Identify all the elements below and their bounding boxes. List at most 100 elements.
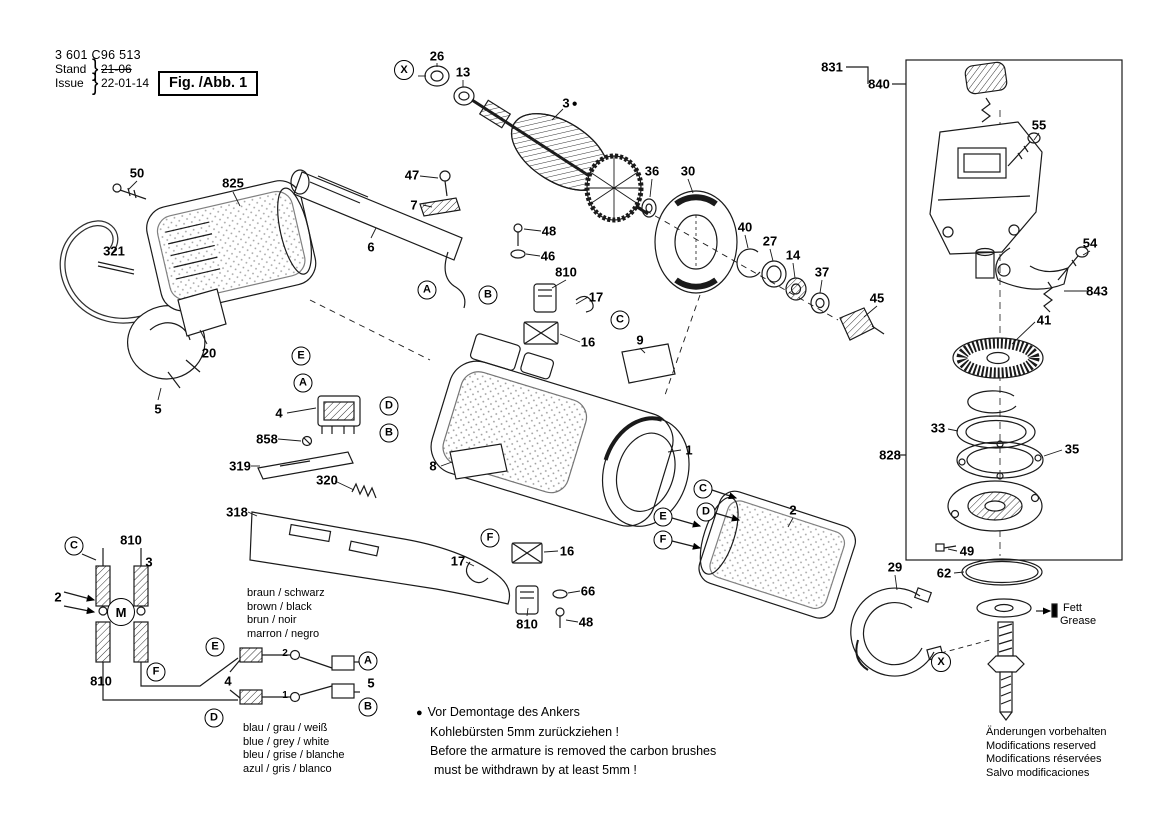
note-bullet: ● [416,707,423,719]
part-callout-7: 7 [410,197,418,213]
rear-cover-825-drawing [146,180,317,312]
circle-marker-A: A [358,651,378,671]
ring-33-drawing [956,415,1036,449]
part-callout-37: 37 [814,264,830,280]
label-plate-20-drawing [177,288,227,337]
cap-drawing [964,61,1008,123]
part-callout-5: 5 [154,401,162,417]
gearhead-housing-drawing [929,121,1043,255]
circle-marker-B: B [358,697,378,717]
label-plate-8-drawing [449,443,508,480]
motor-housing-1-drawing [430,333,690,527]
spindle-drawing [987,621,1025,721]
o-ring-62-drawing [961,558,1043,586]
circle-marker-E: E [205,637,225,657]
part-callout-831: 831 [821,59,843,75]
guard-30-drawing [654,190,738,294]
wire-color-legend-dark: braun / schwarz brown / black brun / noi… [247,587,325,641]
circle-marker-B: B [379,423,399,443]
part-callout-41: 41 [1036,312,1052,328]
part-callout-35: 35 [1064,441,1080,457]
part-callout-14: 14 [785,247,801,263]
footer-line: Modifications reserved [986,739,1097,752]
wire-clip-drawing [444,251,466,309]
leader-lines-drawing [127,63,1091,654]
motor-schematic-drawing [63,548,239,701]
part-callout-843: 843 [1086,283,1108,299]
legend-line: braun / schwarz [247,587,325,599]
circle-marker-A: A [417,280,437,300]
part-callout-26: 26 [429,48,445,64]
part-callout-48: 48 [578,614,594,630]
grease-label-de: Fett [1063,602,1082,614]
part-callout-320: 320 [316,472,338,488]
part-callout-33: 33 [930,420,946,436]
part-callout-319: 319 [229,458,251,474]
part-callout-16: 16 [559,543,575,559]
crown-gear-41-drawing [952,337,1044,379]
part-callout-810: 810 [555,264,577,280]
part-callout-46: 46 [540,248,556,264]
wire-color-legend-light: blau / grau / weiß blue / grey / white b… [243,722,345,776]
pin-321-drawing [97,261,135,275]
part-callout-2: 2 [789,502,797,518]
screw-55-drawing [1007,132,1041,167]
part-callout-828: 828 [879,447,901,463]
grease-washer-drawing [976,598,1058,618]
part-callout-3: 3 [145,554,153,570]
note-de-2: Kohlebürsten 5mm zurückziehen ! [430,725,619,739]
legend-line: blue / grey / white [243,735,330,748]
handle-6-drawing [290,169,463,261]
part-callout-62: 62 [936,565,952,581]
circle-marker-D: D [204,708,224,728]
modifications-notice: Änderungen vorbehalten Modifications res… [986,726,1106,780]
legend-line: marron / negro [247,627,320,640]
circle-marker-X: X [394,60,414,80]
ring-35-drawing [956,440,1044,480]
stand-date: 21-06 [101,62,132,76]
part-callout-810: 810 [120,532,142,548]
circlip-drawing [967,390,1017,414]
bearing-flange-drawing [947,480,1043,532]
part-callout-318: 318 [226,504,248,520]
part-callout-16: 16 [580,334,596,350]
part-number: 3 601 C96 513 [55,48,141,62]
title-block: 3 601 C96 513 Stand } 21-06 Issue } 22-0… [55,48,149,96]
part-callout-8: 8 [429,458,437,474]
circle-marker-D: D [379,396,399,416]
part-callout-55: 55 [1031,117,1047,133]
part-callout-50: 50 [129,165,145,181]
screw-54-drawing [1057,246,1089,281]
grease-callout: Fett Grease [1060,602,1096,628]
circle-marker-F: F [480,528,500,548]
part-callout-1: 1 [685,442,693,458]
ring-stack-drawing [736,248,885,341]
part-callout-2: 2 [54,589,62,605]
circle-marker-F: F [146,662,166,682]
part-callout-9: 9 [636,332,644,348]
power-cord-plug-drawing [59,220,206,389]
note-en-1: Before the armature is removed the carbo… [430,744,717,758]
field-2-drawing [671,489,857,619]
brace-glyph: } [92,55,99,82]
part-callout-17: 17 [588,289,604,305]
circle-marker-D: D [696,502,716,522]
part-callout-36: 36 [644,163,660,179]
part-callout-825: 825 [222,175,244,191]
stand-label: Stand [55,62,87,76]
circle-marker-C: C [693,479,713,499]
circle-marker-B: B [478,285,498,305]
footer-line: Änderungen vorbehalten [986,726,1107,738]
carbon-brush-note: ● Vor Demontage des Ankers Kohlebürsten 5… [416,703,716,780]
part-callout-4: 4 [275,405,283,421]
note-en-2: must be withdrawn by at least 5mm ! [434,763,637,777]
part-callout-49: 49 [959,543,975,559]
part-callout-6: 6 [367,239,375,255]
assembly-box-leaders-drawing [846,66,906,456]
note-de-1: Vor Demontage des Ankers [427,705,580,719]
part-callout-48: 48 [541,223,557,239]
legend-line: brown / black [247,600,312,613]
part-callout-1: 1 [282,690,288,701]
